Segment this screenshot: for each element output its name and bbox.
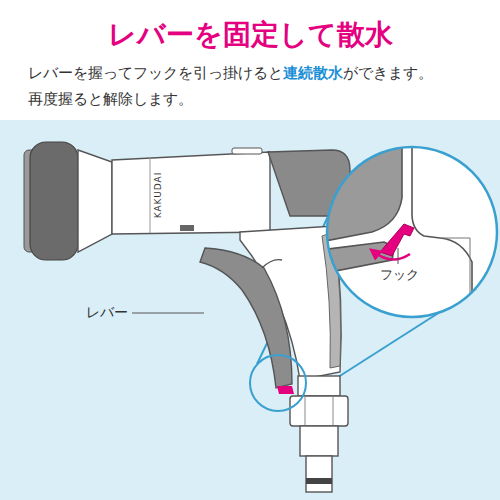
lever [200, 248, 292, 388]
nut-edge [333, 396, 334, 426]
description-text: 再度握ると解除します。 [28, 90, 193, 108]
description-text: レバーを握ってフックを引っ掛けると [28, 64, 283, 82]
description-text: ができます。 [343, 64, 433, 82]
nut-edge [305, 396, 306, 426]
rotate-arrow [374, 252, 410, 260]
part-label: フック [378, 266, 421, 284]
coupling [300, 426, 338, 456]
zoom-edge [440, 238, 470, 330]
body-seam [150, 158, 151, 233]
text-line: 再度握ると解除します。 [28, 90, 193, 109]
zoom-detail [320, 140, 500, 330]
part-label: レバー [84, 304, 130, 322]
body-mark [180, 225, 194, 231]
gun-body [112, 152, 270, 234]
nozzle-head [30, 142, 78, 260]
zoom-handle-part [320, 140, 402, 242]
text-line: レバーを握ってフックを引っ掛けると連続散水ができます。 [28, 64, 433, 83]
top-slider [232, 148, 262, 154]
brand-label: KAKUDAI [153, 170, 163, 221]
lever-guard [262, 260, 282, 268]
quick-connector [306, 456, 332, 492]
detail-circle [250, 355, 306, 411]
title: レバーを固定して散水 [0, 16, 500, 54]
zoom-body-part [412, 140, 500, 330]
hook [277, 386, 294, 394]
emphasis-text: 連続散水 [283, 64, 343, 82]
leader-line [398, 248, 399, 264]
zoom-hook [380, 224, 414, 256]
leader-line [132, 313, 204, 314]
nozzle-neck [78, 150, 112, 252]
connector-ring [306, 478, 332, 484]
zoom-circle [327, 147, 497, 317]
